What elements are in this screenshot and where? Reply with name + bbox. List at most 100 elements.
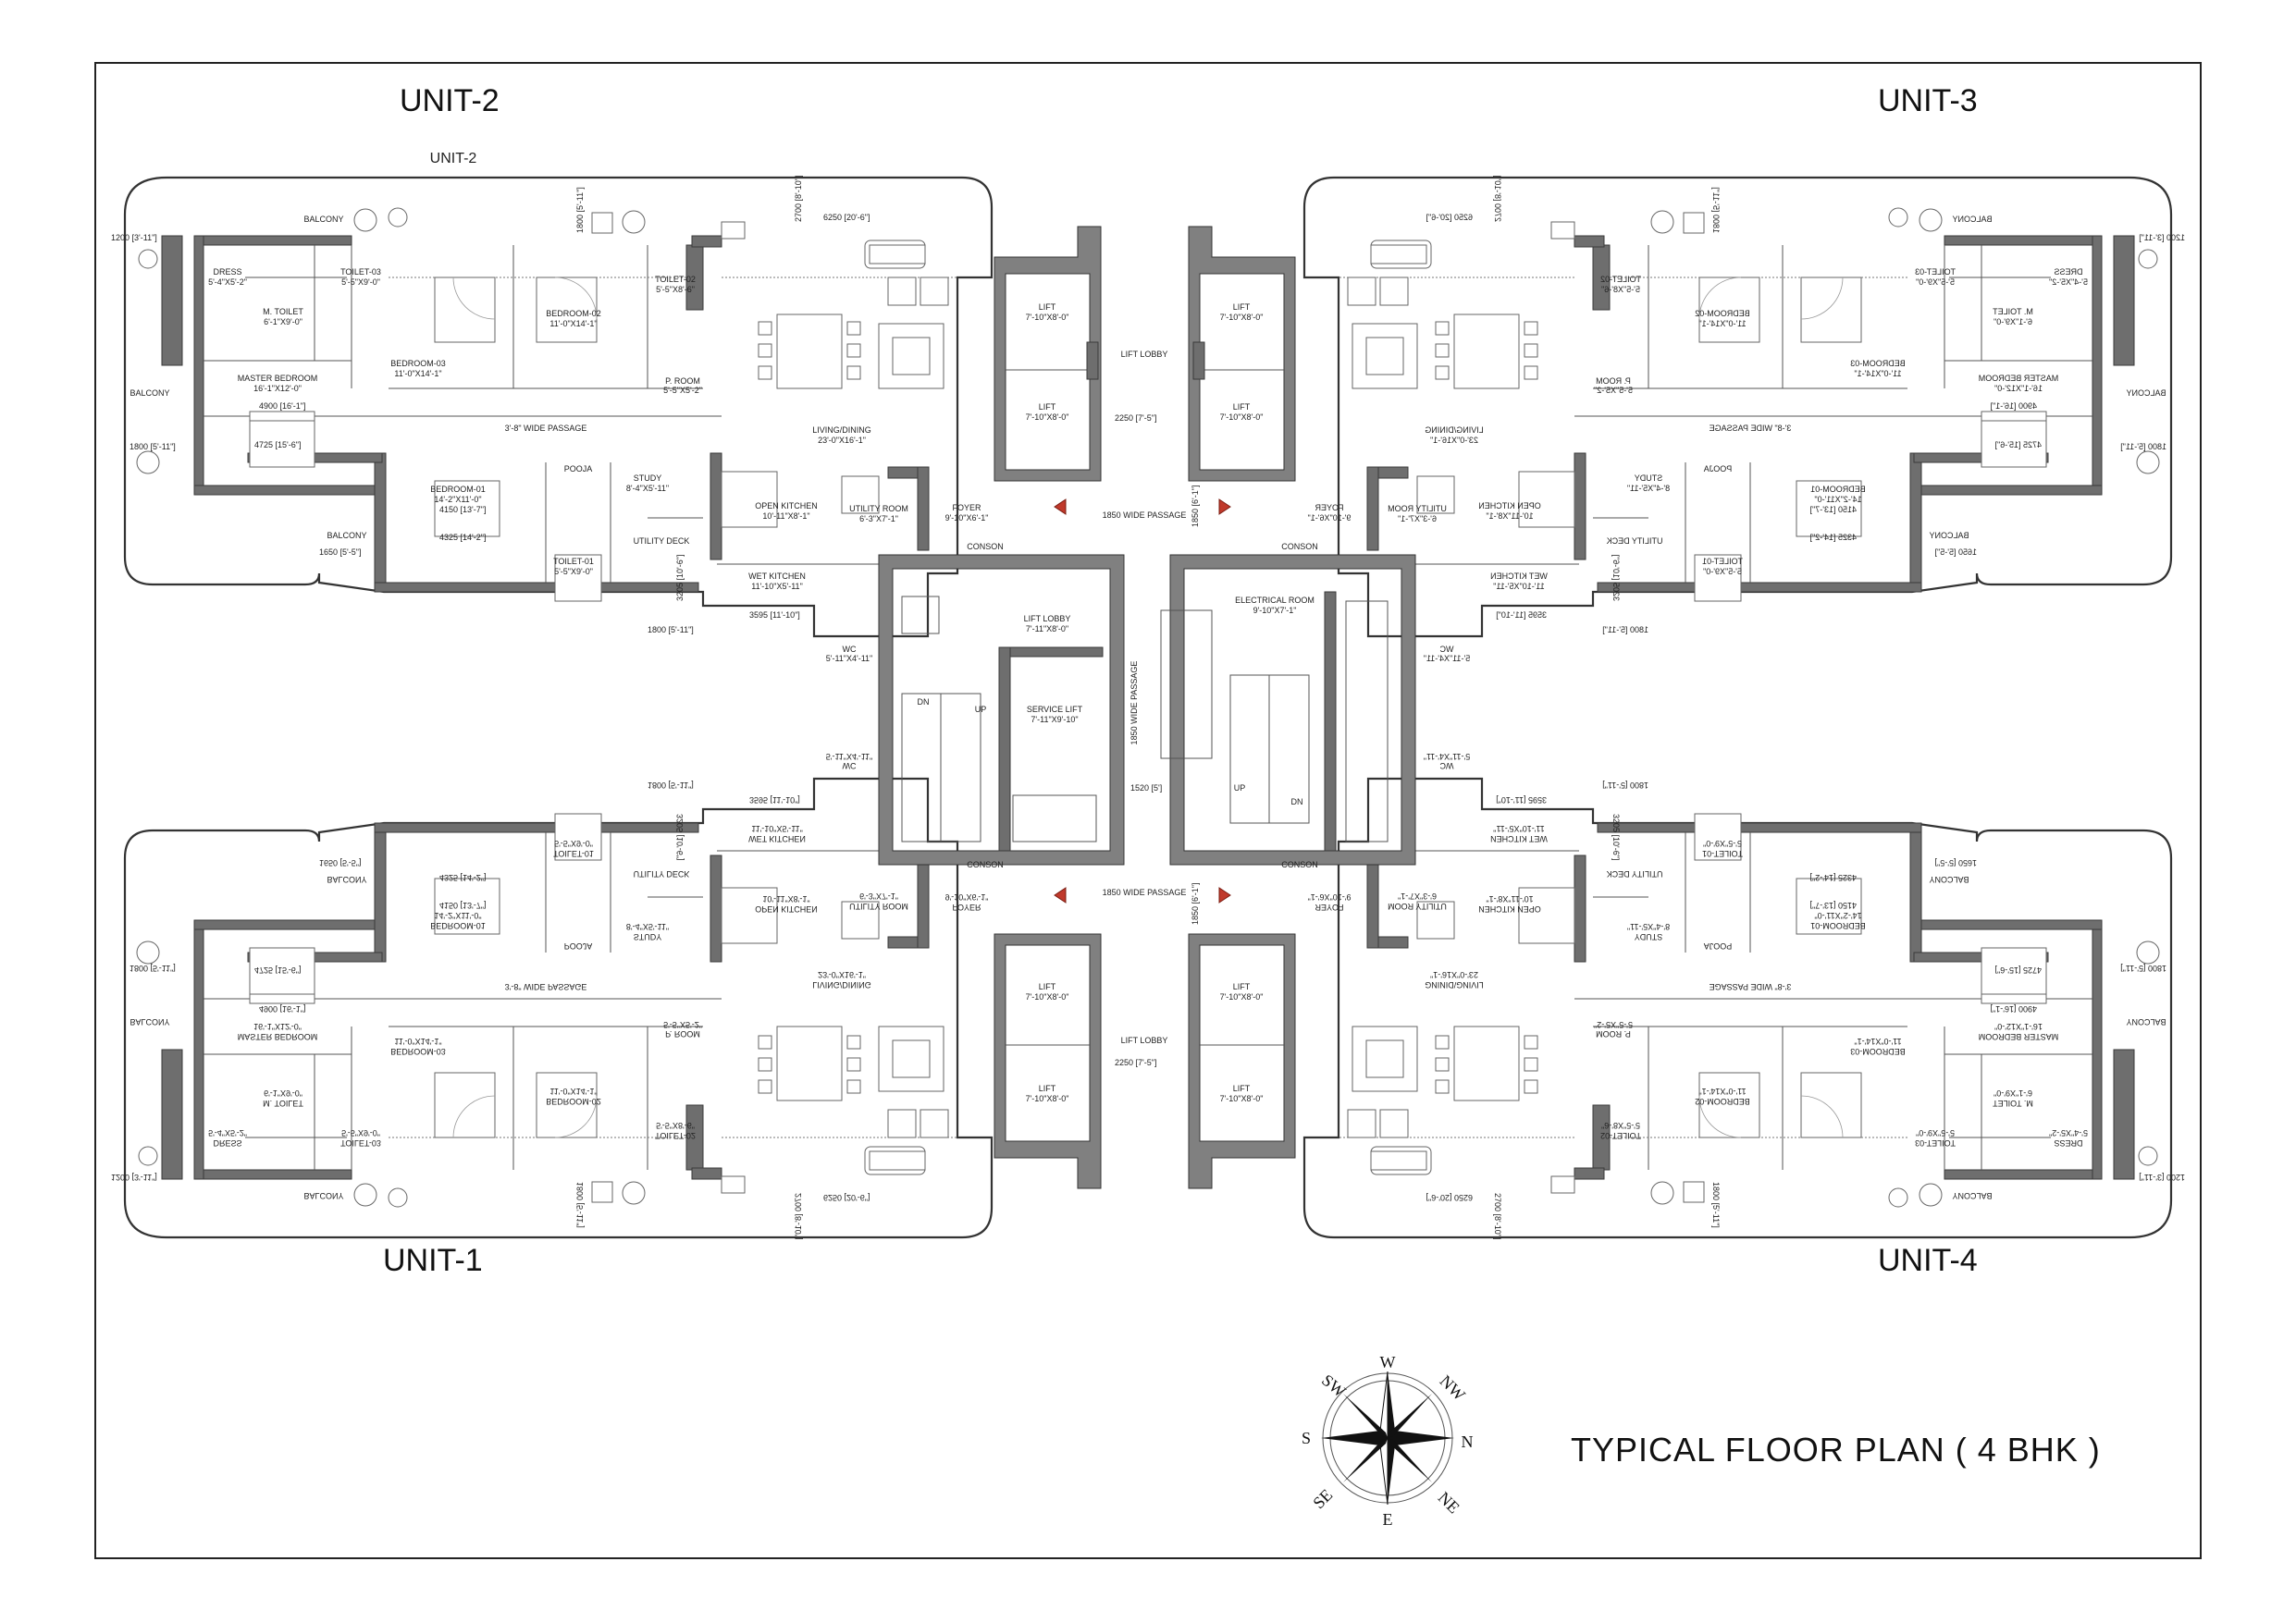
lift-shaft-top-right (1188, 226, 1296, 482)
compass-n: N (1462, 1432, 1474, 1451)
compass-point (1388, 1431, 1454, 1445)
bedroom-02-label: BEDROOM-02 (546, 309, 601, 318)
bedroom-01-size: 14'-2"X11'-0" (434, 495, 481, 504)
wall (374, 452, 387, 593)
lift-size: 7'-10"X8'-0" (1026, 412, 1069, 422)
entry-arrow (1218, 498, 1231, 515)
foyer-size: 9'-10"X6'-1" (945, 513, 989, 523)
master-bedroom-size: 16'-1"X12'-0" (253, 384, 302, 393)
dim-1800: 1800 [5'-11"] (130, 442, 176, 451)
wall (917, 466, 930, 551)
kitchen-counter (721, 471, 778, 528)
wall (998, 646, 1011, 852)
dress-size: 5'-4"X5'-2" (208, 277, 247, 287)
wall (193, 485, 385, 496)
compass-se: SE (1309, 1485, 1336, 1512)
unit-4-plan (1302, 750, 2187, 1241)
bed (536, 277, 598, 343)
dim-6250: 6250 [20'-6"] (823, 213, 870, 222)
dim-1850: 1850 [6'-1"] (1191, 486, 1200, 527)
stair-dn: DN (918, 697, 930, 707)
lift-size: 7'-10"X8'-0" (1220, 313, 1264, 322)
entry-arrow (1218, 887, 1231, 904)
wall (193, 235, 352, 246)
wall (161, 235, 183, 366)
unit-2-heading: UNIT-2 (400, 83, 500, 118)
lift-label: LIFT (1233, 982, 1251, 991)
lift-shaft-bottom-left (994, 933, 1102, 1189)
entry-arrow (1054, 498, 1067, 515)
dining-table (776, 314, 843, 389)
living-dining-size: 23'-0"X16'-1" (818, 436, 866, 445)
lift-gap-dim: 2250 [7'-5"] (1115, 413, 1156, 423)
dim-1650: 1650 [5'-5"] (319, 547, 361, 557)
entry-arrow (1054, 887, 1067, 904)
wall (193, 235, 204, 496)
unit-1-heading: UNIT-1 (383, 1243, 483, 1278)
compass-w: W (1380, 1353, 1396, 1371)
passage-label: 3'-8" WIDE PASSAGE (505, 424, 587, 433)
bedroom-03-size: 11'-0"X14'-1" (394, 369, 441, 378)
lift-size: 7'-10"X8'-0" (1026, 1094, 1069, 1103)
utility-deck-label: UTILITY DECK (634, 536, 690, 546)
lift-size: 7'-10"X8'-0" (1026, 992, 1069, 1002)
wide-passage-label: 1850 WIDE PASSAGE (1103, 888, 1187, 897)
electrical-room-size: 9'-10"X7'-1" (1253, 606, 1297, 615)
toilet-01-label: TOILET-01 (553, 557, 594, 566)
unit-2-plan: DRESS 5'-4"X5'-2" M. TOILET 6'-1"X9'-0" … (111, 176, 994, 663)
conson-label: CONSON (1281, 542, 1318, 551)
stair-core-left (878, 554, 1125, 866)
unit-2-sub-label: UNIT-2 (430, 151, 477, 166)
lift-door (1086, 341, 1099, 380)
lift-lobby-2-label: LIFT LOBBY (1024, 614, 1071, 623)
lift-gap-dim: 2250 [7'-5"] (1115, 1058, 1156, 1067)
balcony-table (353, 208, 377, 232)
service-lift-car (1012, 794, 1097, 842)
balcony-label: BALCONY (130, 388, 169, 398)
compass-s: S (1302, 1429, 1311, 1447)
dim-3205: 3205 [10'-6"] (675, 555, 685, 601)
kitchen-island (841, 475, 880, 514)
wet-kitchen-label: WET KITCHEN (748, 572, 806, 581)
compass-point (1321, 1431, 1388, 1445)
bedroom-02-size: 11'-0"X14'-1" (549, 319, 597, 328)
compass-e: E (1383, 1510, 1393, 1529)
dim-4325: 4325 [14'-2"] (439, 533, 486, 542)
m-toilet-label: M. TOILET (263, 307, 303, 316)
stair-up: UP (975, 705, 987, 714)
toilet-01-size: 5'-5"X9'-0" (554, 567, 593, 576)
compass-ne: NE (1435, 1488, 1463, 1517)
balcony-chair (136, 450, 160, 474)
toilet-02-size: 5'-5"X8'-6" (656, 285, 695, 294)
wet-kitchen-size: 11'-10"X5'-11" (751, 582, 803, 591)
lift-label: LIFT (1233, 1084, 1251, 1093)
stair-up: UP (1234, 783, 1246, 793)
lift-lobby-2-size: 7'-11"X8'-0" (1026, 624, 1068, 633)
armchair (887, 277, 917, 306)
lift-label: LIFT (1233, 402, 1251, 412)
p-room-label: P. ROOM (665, 376, 700, 386)
unit-4-heading: UNIT-4 (1878, 1243, 1978, 1278)
dim-1800: 1800 [5'-11"] (575, 187, 585, 233)
lift-label: LIFT (1039, 1084, 1056, 1093)
dim-4725: 4725 [15'-6"] (254, 440, 301, 449)
toilet-02-label: TOILET-02 (655, 275, 696, 284)
service-lift-label: SERVICE LIFT (1027, 705, 1083, 714)
toilet-03-size: 5'-5"X9'-0" (341, 277, 380, 287)
dim-3595: 3595 [11'-10"] (749, 610, 800, 620)
pooja-label: POOJA (564, 464, 593, 473)
lift-size: 7'-10"X8'-0" (1220, 992, 1264, 1002)
lift-label: LIFT (1233, 302, 1251, 312)
wide-passage-vertical: 1850 WIDE PASSAGE (1129, 661, 1139, 745)
armchair (920, 277, 949, 306)
compass-point (1388, 1438, 1432, 1482)
toilet-03-label: TOILET-03 (340, 267, 381, 277)
unit-1-plan (109, 750, 994, 1241)
lift-shaft-bottom-right (1188, 933, 1296, 1189)
door-swing (554, 277, 598, 320)
conson-label: CONSON (967, 860, 1004, 869)
p-room-size: 5'-5"X5'-2" (663, 386, 702, 395)
utility-room-label: UTILITY ROOM (849, 504, 908, 513)
lift-label: LIFT (1039, 302, 1056, 312)
